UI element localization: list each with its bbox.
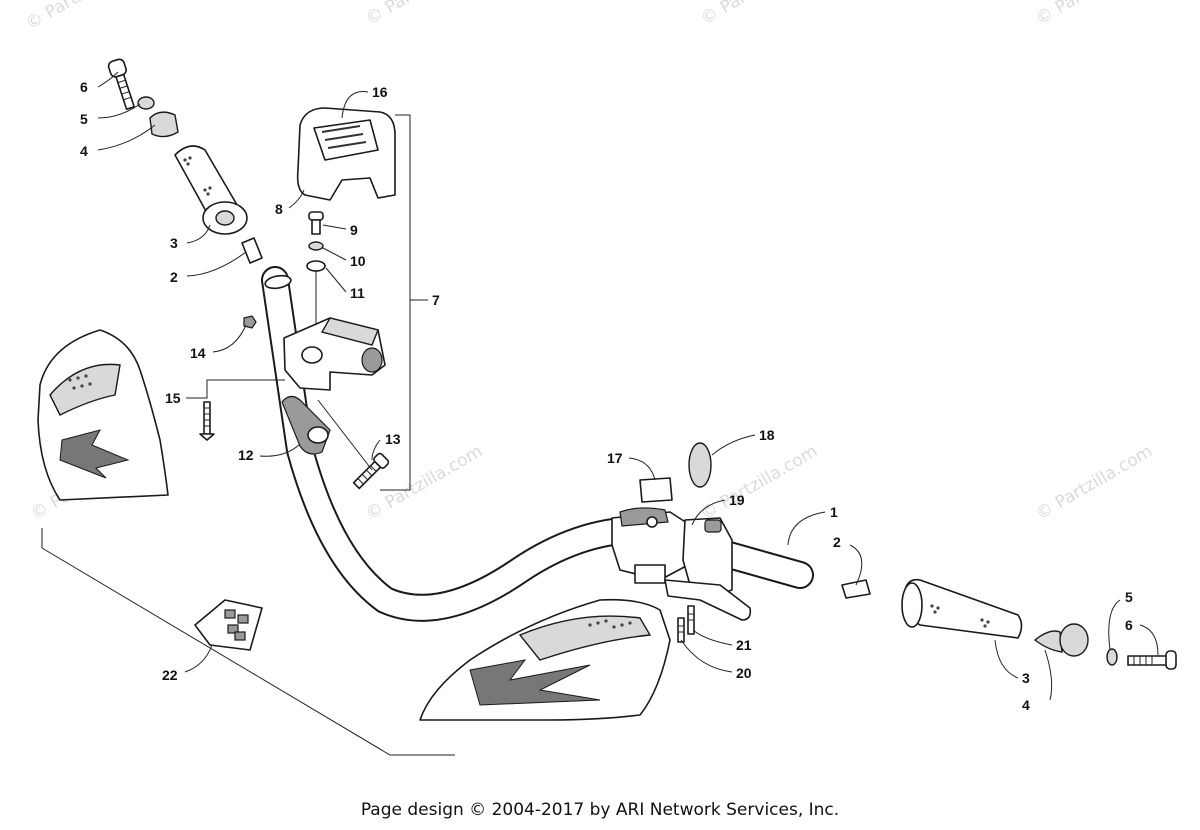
switch-housing-assembly — [199, 107, 396, 490]
end-cap-right-cone — [1033, 630, 1063, 653]
grip-insert-left — [241, 237, 263, 264]
washer-10 — [308, 241, 324, 251]
brake-control-assembly — [611, 442, 752, 643]
page-footer: Page design © 2004-2017 by ARI Network S… — [360, 800, 840, 820]
washer-18 — [688, 442, 712, 488]
callout-15: 15 — [165, 390, 181, 406]
grip-left — [174, 145, 248, 235]
screw-21 — [687, 605, 695, 635]
callout-18: 18 — [759, 427, 775, 443]
handguard-left — [37, 329, 169, 501]
callout-5: 5 — [80, 111, 88, 127]
callout-8: 8 — [275, 201, 283, 217]
watermark: © Partzilla.com — [363, 0, 487, 29]
right-grip-assembly — [841, 578, 1177, 670]
callout-1: 1 — [830, 504, 838, 520]
screw-13 — [352, 452, 390, 490]
end-screw-right — [1127, 650, 1177, 670]
callout-21: 21 — [736, 637, 752, 653]
callout-14: 14 — [190, 345, 206, 361]
watermark: © Partzilla.com — [698, 0, 822, 29]
grip-right — [901, 578, 1023, 639]
callout-6: 6 — [80, 79, 88, 95]
watermark-layer: © Partzilla.com © Partzilla.com © Partzi… — [23, 0, 1157, 524]
grip-insert-right — [841, 579, 871, 599]
callout-labels: 1 2 2 3 3 4 4 5 5 6 6 7 8 9 10 11 12 13 … — [80, 79, 1133, 713]
decal-sheet-22 — [194, 599, 263, 651]
callout-3: 3 — [1022, 670, 1030, 686]
nut-14 — [243, 315, 257, 329]
callout-4: 4 — [1022, 697, 1030, 713]
watermark: © Partzilla.com — [698, 441, 822, 524]
watermark: © Partzilla.com — [1033, 0, 1157, 29]
callout-6: 6 — [1125, 617, 1133, 633]
handlebar — [261, 266, 814, 622]
left-grip-assembly — [107, 58, 263, 264]
callout-4: 4 — [80, 143, 88, 159]
callout-3: 3 — [170, 235, 178, 251]
decal-17 — [639, 477, 673, 503]
callout-19: 19 — [729, 492, 745, 508]
callout-13: 13 — [385, 431, 401, 447]
washer-left — [137, 96, 155, 110]
screw-9 — [308, 211, 324, 235]
callout-2: 2 — [170, 269, 178, 285]
callout-2: 2 — [833, 534, 841, 550]
washer-11 — [306, 260, 326, 272]
callout-20: 20 — [736, 665, 752, 681]
callout-17: 17 — [607, 450, 623, 466]
screw-20 — [677, 617, 685, 643]
master-cylinder — [611, 507, 691, 584]
callout-12: 12 — [238, 447, 254, 463]
washer-right — [1106, 648, 1118, 666]
decal-16 — [313, 119, 379, 161]
callout-11: 11 — [350, 285, 365, 301]
end-cap-right — [1059, 623, 1089, 657]
callout-9: 9 — [350, 222, 358, 238]
screw-15 — [199, 401, 215, 441]
end-cap-left — [149, 111, 179, 138]
callout-10: 10 — [350, 253, 366, 269]
leader-lines — [41, 71, 1159, 756]
handguard-right — [419, 598, 671, 721]
switch-block — [283, 317, 386, 391]
callout-5: 5 — [1125, 589, 1133, 605]
callout-22: 22 — [162, 667, 178, 683]
callout-16: 16 — [372, 84, 388, 100]
watermark: © Partzilla.com — [1033, 441, 1157, 524]
watermark: © Partzilla.com — [23, 0, 147, 34]
end-screw-left — [107, 58, 135, 111]
lever-12 — [281, 395, 331, 455]
callout-7: 7 — [432, 292, 440, 308]
brake-lever — [664, 579, 752, 621]
